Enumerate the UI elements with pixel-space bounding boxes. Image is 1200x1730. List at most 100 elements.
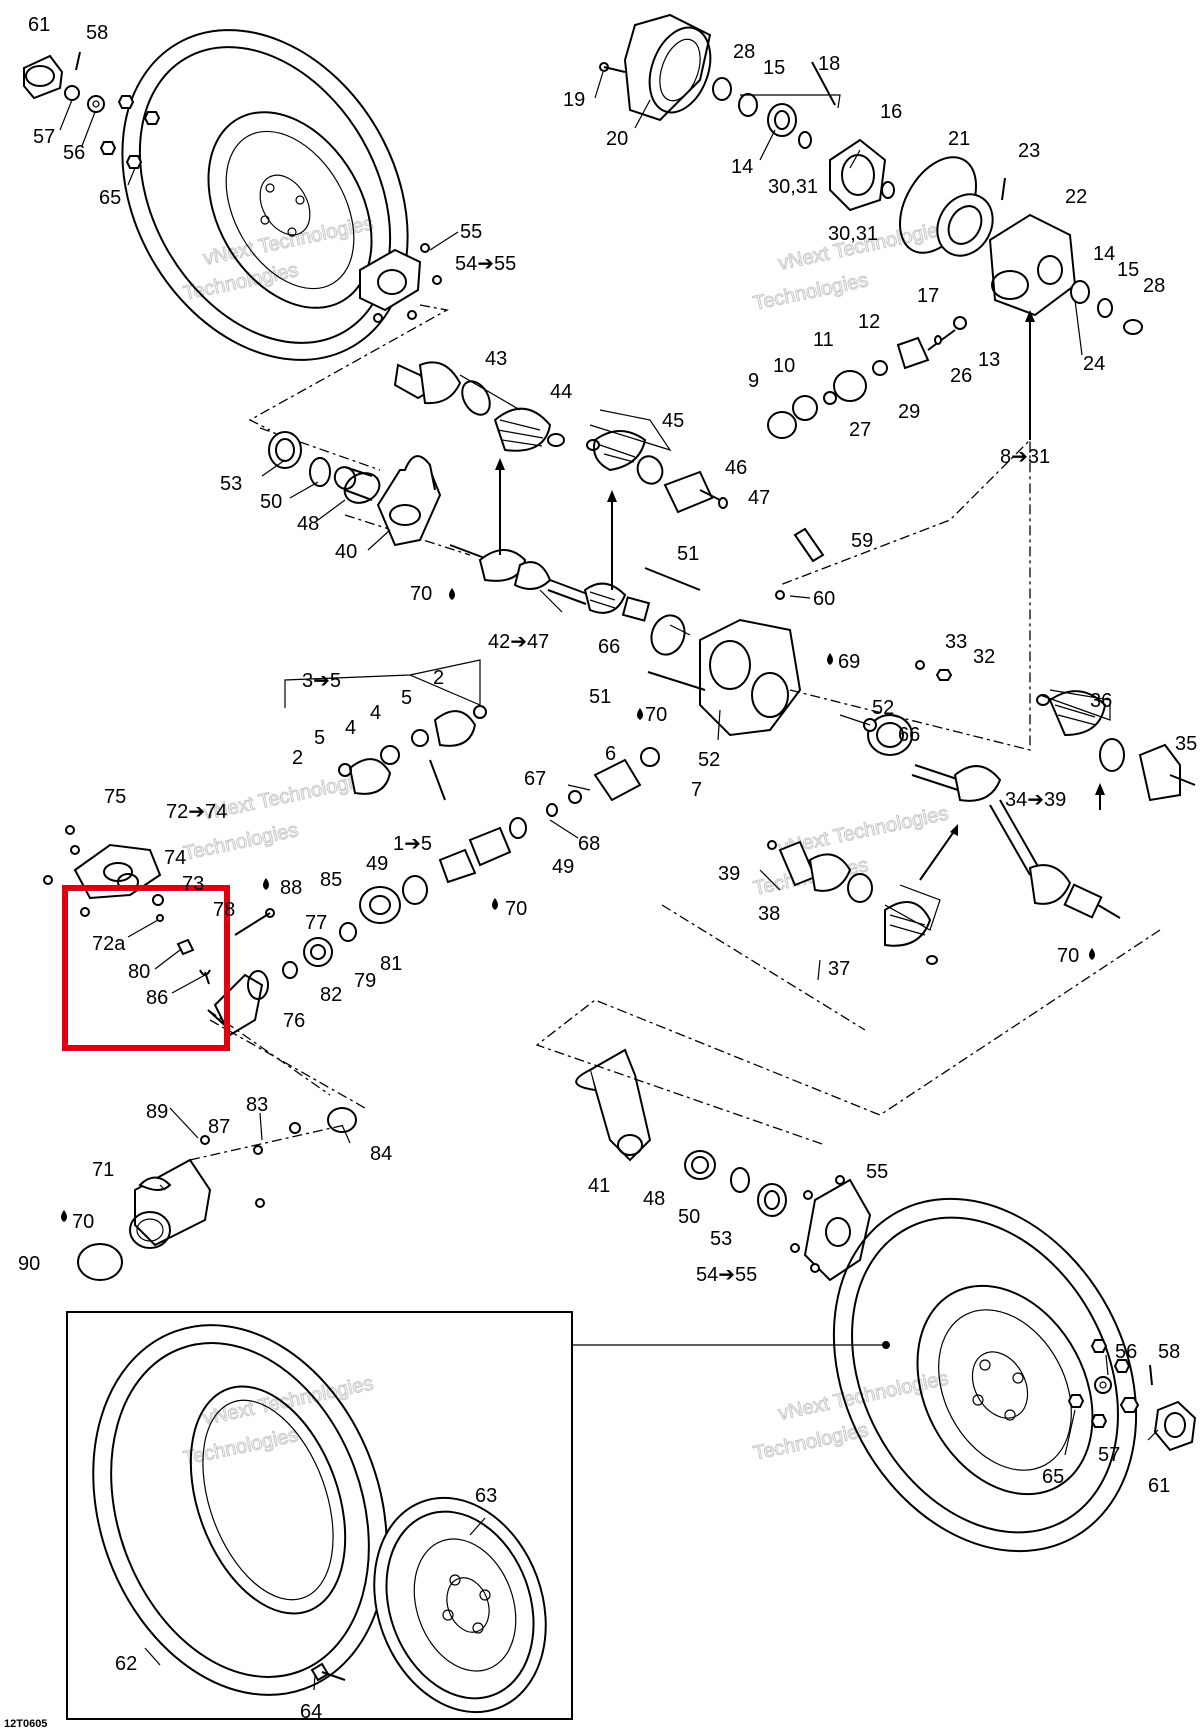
watermark-text: Technologies <box>751 1419 870 1465</box>
callout-label: 90 <box>18 1253 40 1275</box>
callout-label: 76 <box>283 1010 305 1032</box>
callout-label: 83 <box>246 1094 268 1116</box>
callout-label: 37 <box>828 958 850 980</box>
watermark-text: Technologies <box>181 819 300 865</box>
callout-label: 23 <box>1018 140 1040 162</box>
callout-label: 50 <box>260 491 282 513</box>
callout-label: 5 <box>314 727 325 749</box>
callout-label: 35 <box>1175 733 1197 755</box>
callout-label: 84 <box>370 1143 392 1165</box>
callout-label: 54➔55 <box>696 1264 757 1286</box>
callout-label: 70 <box>645 704 667 726</box>
callout-label: 29 <box>898 401 920 423</box>
callout-label: 87 <box>208 1116 230 1138</box>
callout-label: 74 <box>164 847 186 869</box>
wheel-top-left <box>121 29 409 361</box>
callout-label: 61 <box>1148 1475 1170 1497</box>
callout-label: 32 <box>973 646 995 668</box>
callout-label: 58 <box>86 22 108 44</box>
callout-label: 47 <box>748 487 770 509</box>
callout-label: 65 <box>99 187 121 209</box>
callout-label: 34➔39 <box>1005 789 1066 811</box>
callout-label: 20 <box>606 128 628 150</box>
differential-housing-top <box>599 13 1143 335</box>
callout-label: 48 <box>643 1188 665 1210</box>
callout-label: 51 <box>589 686 611 708</box>
callout-label: 53 <box>220 473 242 495</box>
callout-label: 10 <box>773 355 795 377</box>
callout-label: 15 <box>1117 259 1139 281</box>
callout-label: 82 <box>320 984 342 1006</box>
watermark-text: vNext Technologies <box>201 767 375 825</box>
watermark-text: Technologies <box>181 1424 300 1470</box>
callout-label: 79 <box>354 970 376 992</box>
callout-label: 69 <box>838 651 860 673</box>
callout-label: 52 <box>698 749 720 771</box>
oil-drop-icon <box>637 708 643 720</box>
coupling-72-74 <box>43 825 164 917</box>
callout-label: 6 <box>605 743 616 765</box>
knuckle-41 <box>575 1048 787 1217</box>
callout-label: 88 <box>280 877 302 899</box>
callout-label: 5 <box>401 687 412 709</box>
callout-labels: 61 58 57 56 65 55 54➔55 43 44 53 50 48 4… <box>18 14 1197 1723</box>
callout-label: 63 <box>475 1485 497 1507</box>
yoke-group-76-88 <box>207 908 357 1037</box>
oil-drop-icon <box>827 653 833 665</box>
highlight-label-72a: 72a <box>92 933 126 955</box>
driveshaft-lower-right <box>911 764 1121 919</box>
callout-label: 27 <box>849 419 871 441</box>
callout-label: 70 <box>72 1211 94 1233</box>
callout-label: 56 <box>63 142 85 164</box>
seal-53-top <box>268 431 331 487</box>
highlight-label-80: 80 <box>128 961 150 983</box>
callout-label: 39 <box>718 863 740 885</box>
callout-label: 57 <box>1098 1444 1120 1466</box>
callout-label: 16 <box>880 101 902 123</box>
callout-label: 66 <box>598 636 620 658</box>
callout-label: 8➔31 <box>1000 446 1050 468</box>
callout-label: 4 <box>345 717 356 739</box>
oil-drop-icon <box>492 898 498 910</box>
callout-label: 49 <box>366 853 388 875</box>
callout-label: 66 <box>898 724 920 746</box>
callout-label: 21 <box>948 128 970 150</box>
callout-label: 15 <box>763 57 785 79</box>
callout-label: 38 <box>758 903 780 925</box>
callout-label: 71 <box>92 1159 114 1181</box>
callout-label: 13 <box>978 349 1000 371</box>
callout-label: 59 <box>851 530 873 552</box>
callout-label: 60 <box>813 588 835 610</box>
oil-drop-icon <box>1089 948 1095 960</box>
callout-label: 44 <box>550 381 572 403</box>
watermark-text: Technologies <box>751 269 870 315</box>
callout-label: 22 <box>1065 186 1087 208</box>
callout-label: 1➔5 <box>393 833 432 855</box>
callout-label: 72➔74 <box>166 801 227 823</box>
callout-label: 73 <box>182 873 204 895</box>
callout-label: 33 <box>945 631 967 653</box>
watermark-text: vNext Technologies <box>201 1372 375 1430</box>
stub-shaft-46 <box>663 470 728 514</box>
callout-label: 42➔47 <box>488 631 549 653</box>
callout-label: 28 <box>1143 275 1165 297</box>
callout-label: 14 <box>1093 243 1115 265</box>
callout-label: 17 <box>917 285 939 307</box>
hub-nut-group-top-left <box>23 51 161 169</box>
cv-joint-top-left <box>393 361 565 452</box>
boot-kit-top <box>586 409 672 485</box>
assembly-line-mid <box>661 904 866 1031</box>
callout-label: 11 <box>813 329 834 351</box>
callout-label: 78 <box>213 899 235 921</box>
leader-lines <box>59 71 1159 1691</box>
wheel-bottom-right <box>832 1197 1138 1553</box>
driveshaft-upper <box>449 458 651 622</box>
callout-label: 56 <box>1115 1341 1137 1363</box>
callout-label: 12 <box>858 311 880 333</box>
callout-label: 55 <box>460 221 482 243</box>
callout-label: 48 <box>297 513 319 535</box>
highlight-label-86: 86 <box>146 987 168 1009</box>
callout-label: 65 <box>1042 1466 1064 1488</box>
boot-kit-37 <box>767 824 958 965</box>
bearing-housing-71 <box>77 1019 366 1281</box>
